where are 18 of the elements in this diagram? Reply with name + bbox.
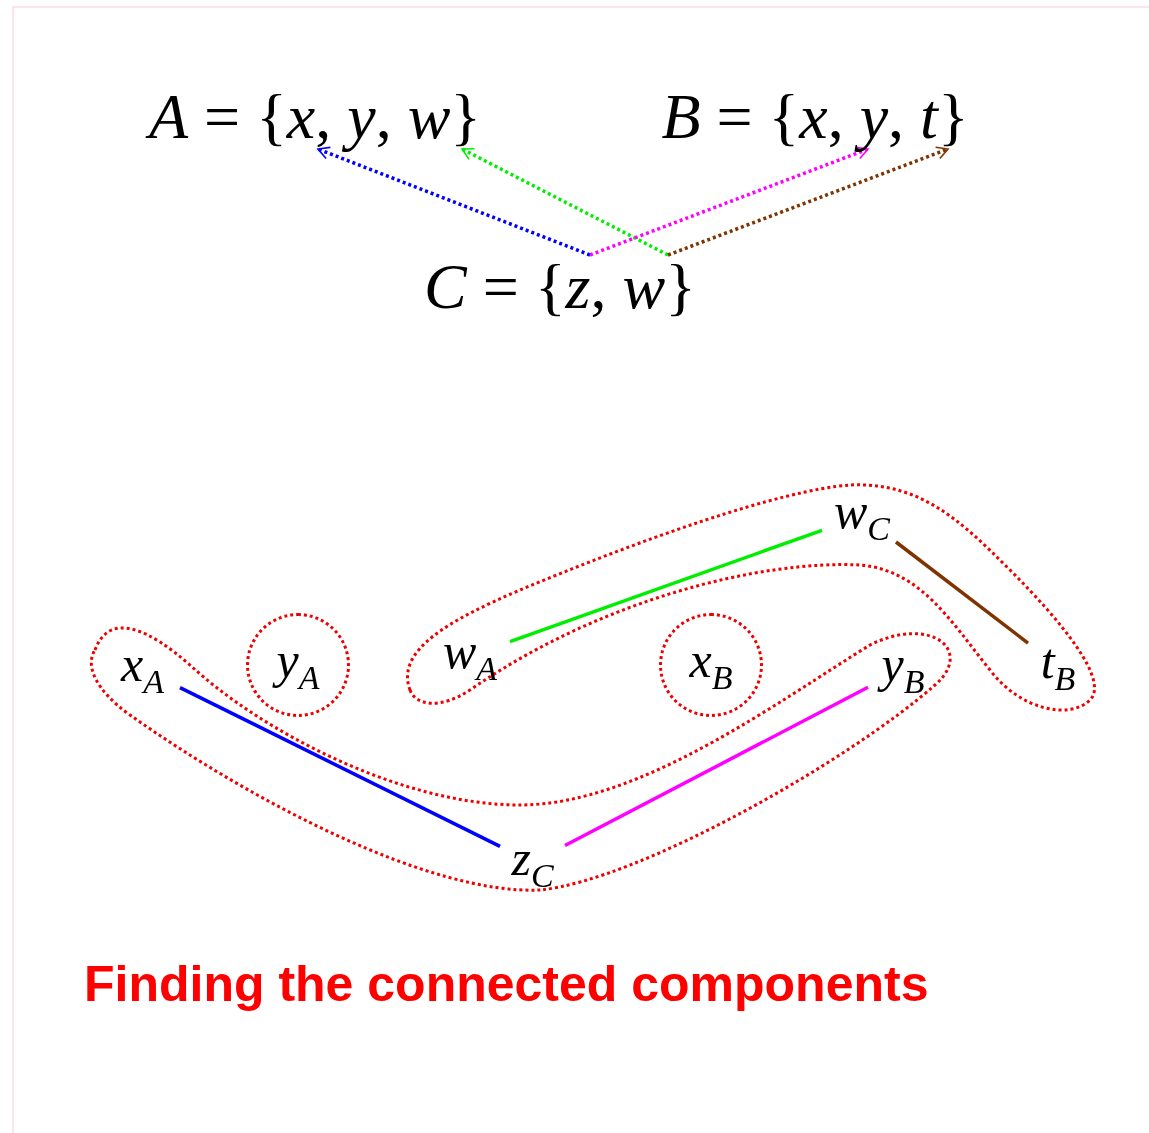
arrow: [667, 146, 949, 257]
arrow: [461, 147, 669, 257]
connector-line: [564, 685, 869, 848]
connector-line: [179, 686, 501, 848]
vertex-label: y$_{B}$: [868, 640, 938, 698]
arrow: [589, 146, 869, 257]
vertex-label: z$_{C}$: [500, 835, 565, 890]
vertex-label: t$_{B}$: [1028, 637, 1088, 695]
connector-line: [509, 528, 823, 644]
vertex-label: w$_{A}$: [430, 630, 510, 682]
arrow: [317, 146, 591, 257]
vertex-circle: x$_{B}$: [659, 613, 763, 717]
vertex-label: x$_{A}$: [105, 640, 180, 698]
caption: Finding the connected components: [84, 955, 929, 1013]
vertex-circle: y$_{A}$: [246, 613, 350, 717]
connector-line: [894, 540, 1030, 645]
set-expression: C = {z, w}: [390, 255, 730, 319]
vertex-label: w$_{C}$: [822, 490, 902, 542]
